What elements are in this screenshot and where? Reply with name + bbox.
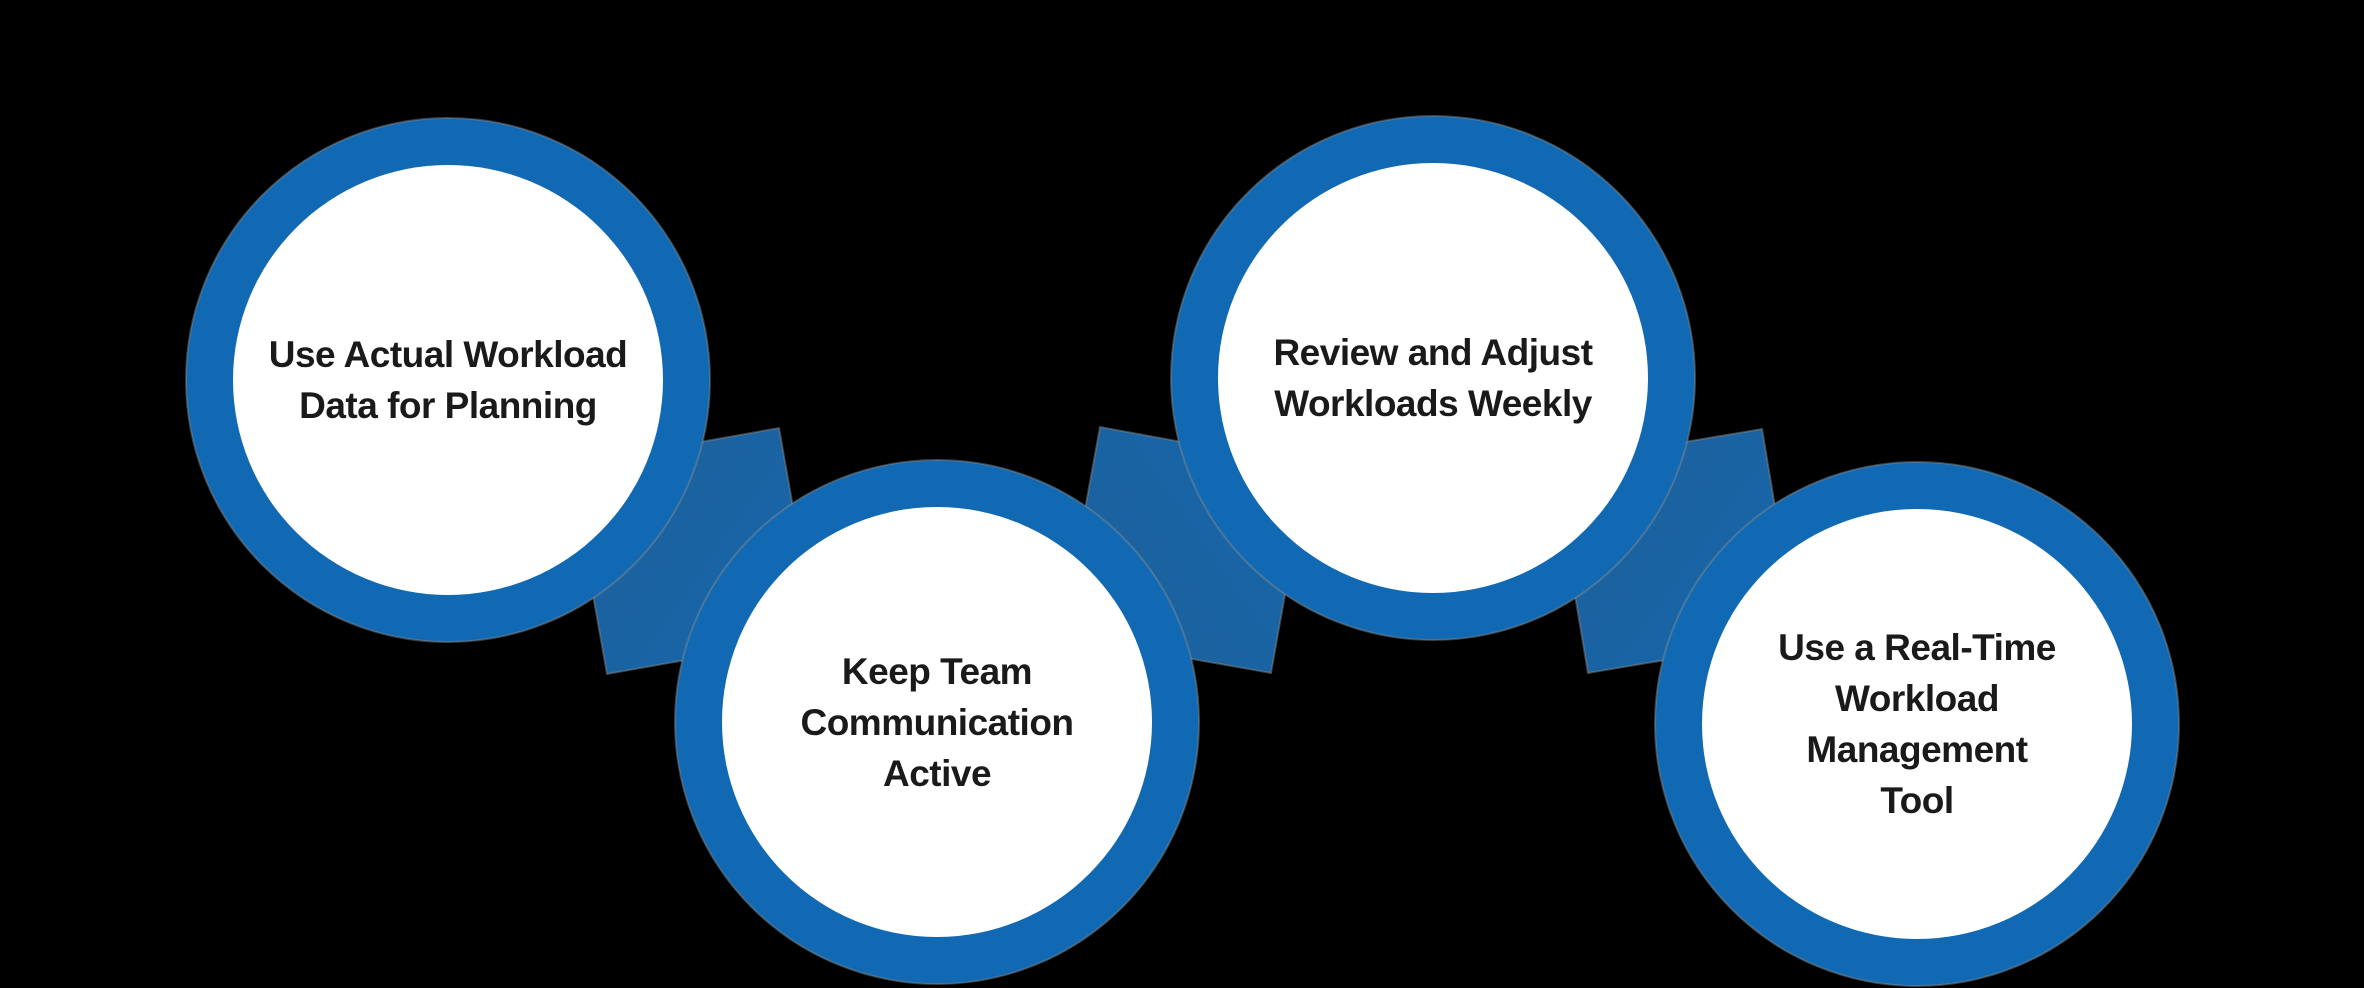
node-1-face <box>233 165 663 595</box>
node-4-face <box>1702 509 2132 939</box>
node-2-face <box>722 507 1152 937</box>
node-3-face <box>1218 163 1648 593</box>
